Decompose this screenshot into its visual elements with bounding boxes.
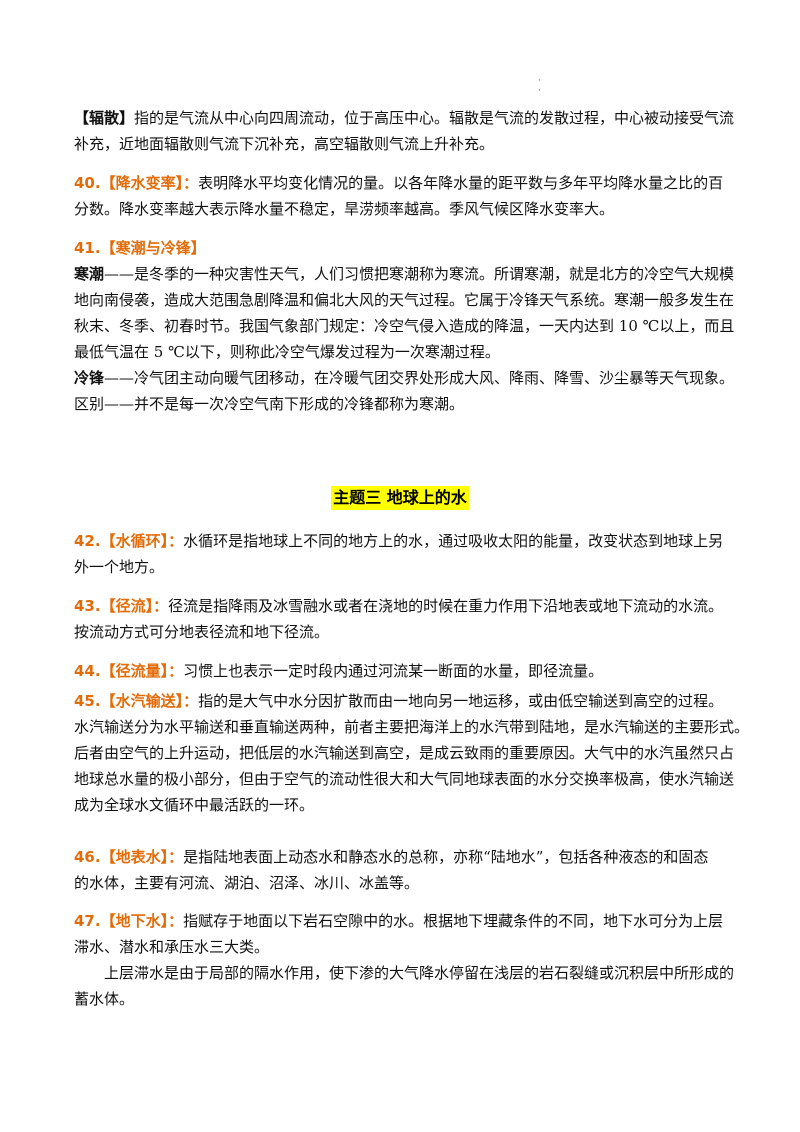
term-label: 【径流】：: [100, 597, 169, 615]
entry-text: ——是冬季的一种灾害性天气，人们习惯把寒潮称为寒流。所谓寒潮，就是北方的冷空气大…: [104, 265, 735, 283]
top-dots-mark: ··: [538, 76, 541, 96]
entry-42: 42.【水循环】：水循环是指地球上不同的地方上的水，通过吸收太阳的能量，改变状态…: [74, 528, 734, 580]
entry-text: 分数。降水变率越大表示降水量不稳定，旱涝频率越高。季风气候区降水变率大。: [74, 200, 615, 218]
section-heading: 主题三 地球上的水: [331, 486, 469, 510]
entry-text: 径流是指降雨及冰雪融水或者在浇地的时候在重力作用下沿地表或地下流动的水流。: [168, 597, 724, 615]
term-label: 【地表水】：: [100, 848, 184, 866]
entry-text: 表明降水平均变化情况的量。以各年降水量的距平数与多年平均降水量之比的百: [198, 174, 724, 192]
term-label: 【地下水】：: [100, 912, 184, 930]
entry-text: 上层滞水是由于局部的隔水作用，使下渗的大气降水停留在浅层的岩石裂缝或沉积层中所形…: [104, 964, 735, 982]
entry-text: 地球总水量的极小部分，但由于空气的流动性很大和大气同地球表面的水分交换率极高，使…: [74, 770, 735, 788]
cold-wave-label: 寒潮: [74, 265, 105, 283]
entry-text: 秋末、冬季、初春时节。我国气象部门规定：冷空气侵入造成的降温，一天内达到 10 …: [74, 317, 735, 335]
entry-number: 42.: [74, 532, 101, 550]
entry-47: 47.【地下水】：指赋存于地面以下岩石空隙中的水。根据地下埋藏条件的不同，地下水…: [74, 908, 734, 1012]
entry-text: 水汽输送分为水平输送和垂直输送两种，前者主要把海洋上的水汽带到陆地，是水汽输送的…: [74, 718, 750, 736]
entry-text: 区别——并不是每一次冷空气南下形成的冷锋都称为寒潮。: [74, 395, 465, 413]
entry-text: 滞水、潜水和承压水三大类。: [74, 938, 270, 956]
entry-text: 指赋存于地面以下岩石空隙中的水。根据地下埋藏条件的不同，地下水可分为上层: [183, 912, 724, 930]
cold-front-label: 冷锋: [74, 369, 105, 387]
term-label: 【径流量】：: [100, 662, 184, 680]
term-label: 【降水变率】：: [100, 174, 199, 192]
term-label: 【寒潮与冷锋】: [100, 239, 206, 257]
entry-45: 45.【水汽输送】：指的是大气中水分因扩散而由一地向另一地运移，或由低空输送到高…: [74, 688, 750, 818]
entry-text: 成为全球水文循环中最活跃的一环。: [74, 796, 315, 814]
entry-text: 最低气温在 5 ℃以下，则称此冷空气爆发过程为一次寒潮过程。: [74, 343, 500, 361]
entry-44: 44.【径流量】：习惯上也表示一定时段内通过河流某一断面的水量，即径流量。: [74, 658, 734, 684]
entry-text: 是指陆地表面上动态水和静态水的总称，亦称“陆地水”，包括各种液态的和固态: [183, 848, 709, 866]
entry-40: 40.【降水变率】：表明降水平均变化情况的量。以各年降水量的距平数与多年平均降水…: [74, 170, 734, 222]
entry-number: 45.: [74, 692, 101, 710]
entry-number: 46.: [74, 848, 101, 866]
entry-text: 按流动方式可分地表径流和地下径流。: [74, 623, 330, 641]
entry-text: 水循环是指地球上不同的地方上的水，通过吸收太阳的能量，改变状态到地球上另: [183, 532, 724, 550]
entry-text: 补充，近地面辐散则气流下沉补充，高空辐散则气流上升补充。: [74, 135, 495, 153]
term-label: 【水汽输送】：: [100, 692, 199, 710]
entry-number: 40.: [74, 174, 101, 192]
entry-text: 地向南侵袭，造成大范围急剧降温和偏北大风的天气过程。它属于冷锋天气系统。寒潮一般…: [74, 291, 735, 309]
entry-text: 指的是大气中水分因扩散而由一地向另一地运移，或由低空输送到高空的过程。: [198, 692, 724, 710]
entry-number: 44.: [74, 662, 101, 680]
entry-text: 指的是气流从中心向四周流动，位于高压中心。辐散是气流的发散过程，中心被动接受气流: [134, 109, 735, 127]
entry-text: 后者由空气的上升运动，把低层的水汽输送到高空，是成云致雨的重要原因。大气中的水汽…: [74, 744, 735, 762]
term-label: 【辐散】: [74, 109, 135, 127]
term-label: 【水循环】：: [100, 532, 184, 550]
entry-41: 41.【寒潮与冷锋】 寒潮——是冬季的一种灾害性天气，人们习惯把寒潮称为寒流。所…: [74, 235, 734, 417]
entry-46: 46.【地表水】：是指陆地表面上动态水和静态水的总称，亦称“陆地水”，包括各种液…: [74, 844, 734, 896]
entry-text: 的水体，主要有河流、湖泊、沼泽、冰川、冰盖等。: [74, 874, 420, 892]
entry-number: 43.: [74, 597, 101, 615]
entry-43: 43.【径流】：径流是指降雨及冰雪融水或者在浇地的时候在重力作用下沿地表或地下流…: [74, 593, 734, 645]
entry-text: 习惯上也表示一定时段内通过河流某一断面的水量，即径流量。: [183, 662, 604, 680]
entry-number: 41.: [74, 239, 101, 257]
entry-text: 蓄水体。: [74, 990, 135, 1008]
section-heading-wrap: 主题三 地球上的水: [0, 486, 800, 510]
entry-radiation: 【辐散】指的是气流从中心向四周流动，位于高压中心。辐散是气流的发散过程，中心被动…: [74, 105, 734, 157]
entry-text: 外一个地方。: [74, 558, 165, 576]
entry-number: 47.: [74, 912, 101, 930]
entry-text: ——冷气团主动向暖气团移动，在冷暖气团交界处形成大风、降雨、降雪、沙尘暴等天气现…: [104, 369, 735, 387]
